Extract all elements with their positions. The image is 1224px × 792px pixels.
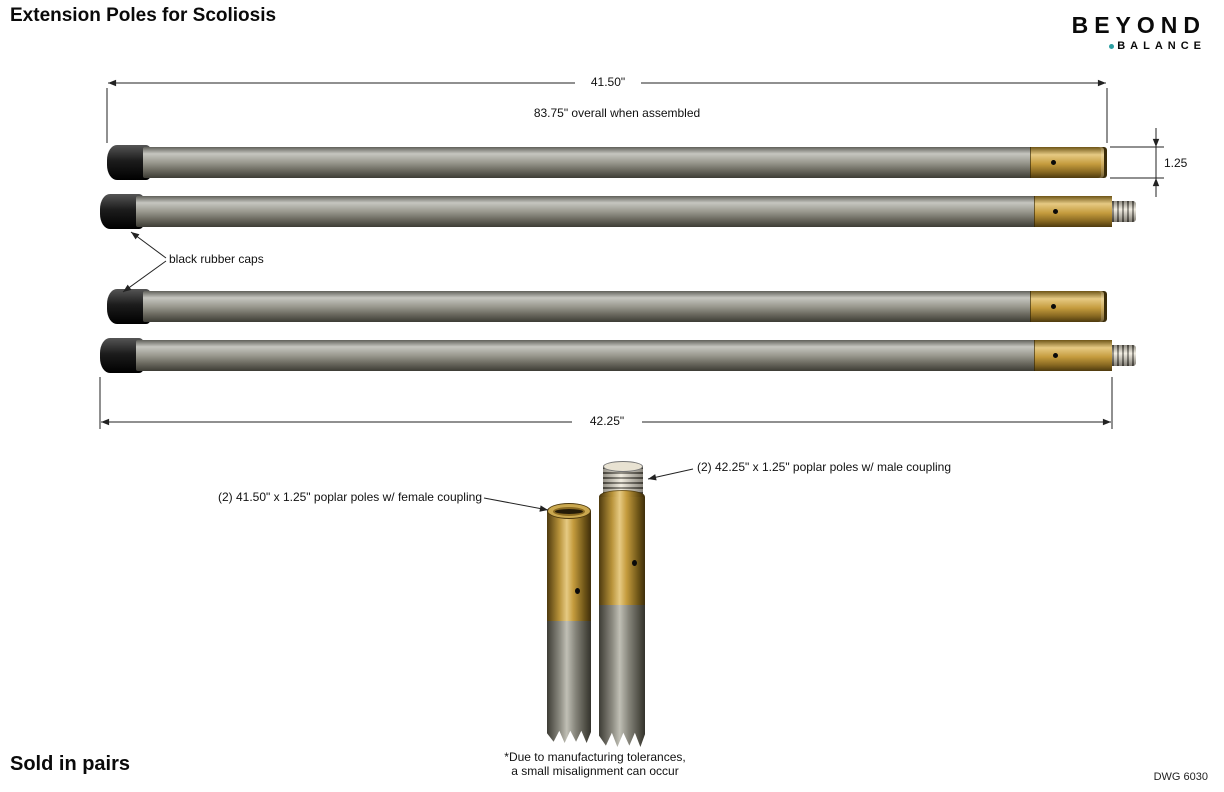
leader-black-rubber-caps: [122, 231, 167, 293]
tolerance-note-line2: a small misalignment can occur: [511, 764, 679, 778]
sold-in-pairs-note: Sold in pairs: [10, 753, 131, 775]
logo-subtext-label: BALANCE: [1117, 40, 1206, 52]
dim-label-diameter: 1.25: [1164, 156, 1188, 170]
dim-label-pole-b-length: 42.25": [572, 414, 642, 428]
pole-shaft-broken: [547, 621, 591, 743]
pole-male-2: [100, 338, 1136, 373]
male-coupling: [1034, 196, 1112, 227]
coupling-hole: [1053, 353, 1058, 358]
tolerance-note-line1: *Due to manufacturing tolerances,: [504, 750, 686, 764]
female-coupling-open-end: [547, 503, 591, 519]
dim-label-pole-a-length: 41.50": [575, 75, 641, 89]
female-coupling-body: [547, 511, 591, 621]
logo-wordmark: BEYOND: [1071, 12, 1206, 38]
dim-label-overall: 83.75" overall when assembled: [533, 106, 701, 120]
male-coupling-body: [599, 497, 645, 605]
label-black-rubber-caps: black rubber caps: [169, 252, 264, 266]
pole-shaft: [136, 340, 1036, 371]
coupling-hole: [575, 588, 580, 594]
pole-male-1: [100, 194, 1136, 229]
pole-shaft: [136, 196, 1036, 227]
pole-shaft-broken: [599, 605, 645, 747]
coupling-hole: [1051, 160, 1056, 165]
label-male-poles: (2) 42.25" x 1.25" poplar poles w/ male …: [697, 460, 951, 474]
brand-logo: BEYOND BALANCE: [1072, 12, 1206, 52]
pole-shaft: [143, 291, 1032, 322]
coupling-hole: [632, 560, 637, 566]
female-coupling: [1030, 147, 1107, 178]
female-coupling: [1030, 291, 1107, 322]
coupling-hole: [1051, 304, 1056, 309]
dim-right-1-25: [1110, 128, 1164, 197]
female-thread-bore: [553, 507, 585, 516]
male-thread: [1112, 345, 1136, 366]
page-title: Extension Poles for Scoliosis: [10, 5, 277, 26]
male-thread-top: [603, 461, 643, 472]
leader-female-coupling: [483, 497, 549, 512]
drawing-number: DWG 6030: [1153, 771, 1208, 783]
coupling-hole: [1053, 209, 1058, 214]
pole-female-1: [107, 145, 1107, 180]
male-thread: [1112, 201, 1136, 222]
male-coupling: [1034, 340, 1112, 371]
logo-subtext: BALANCE: [1072, 40, 1206, 52]
leader-male-coupling: [647, 468, 694, 481]
label-female-poles: (2) 41.50" x 1.25" poplar poles w/ femal…: [217, 490, 482, 504]
pole-female-2: [107, 289, 1107, 324]
pole-shaft: [143, 147, 1032, 178]
logo-dot-icon: [1109, 43, 1115, 49]
